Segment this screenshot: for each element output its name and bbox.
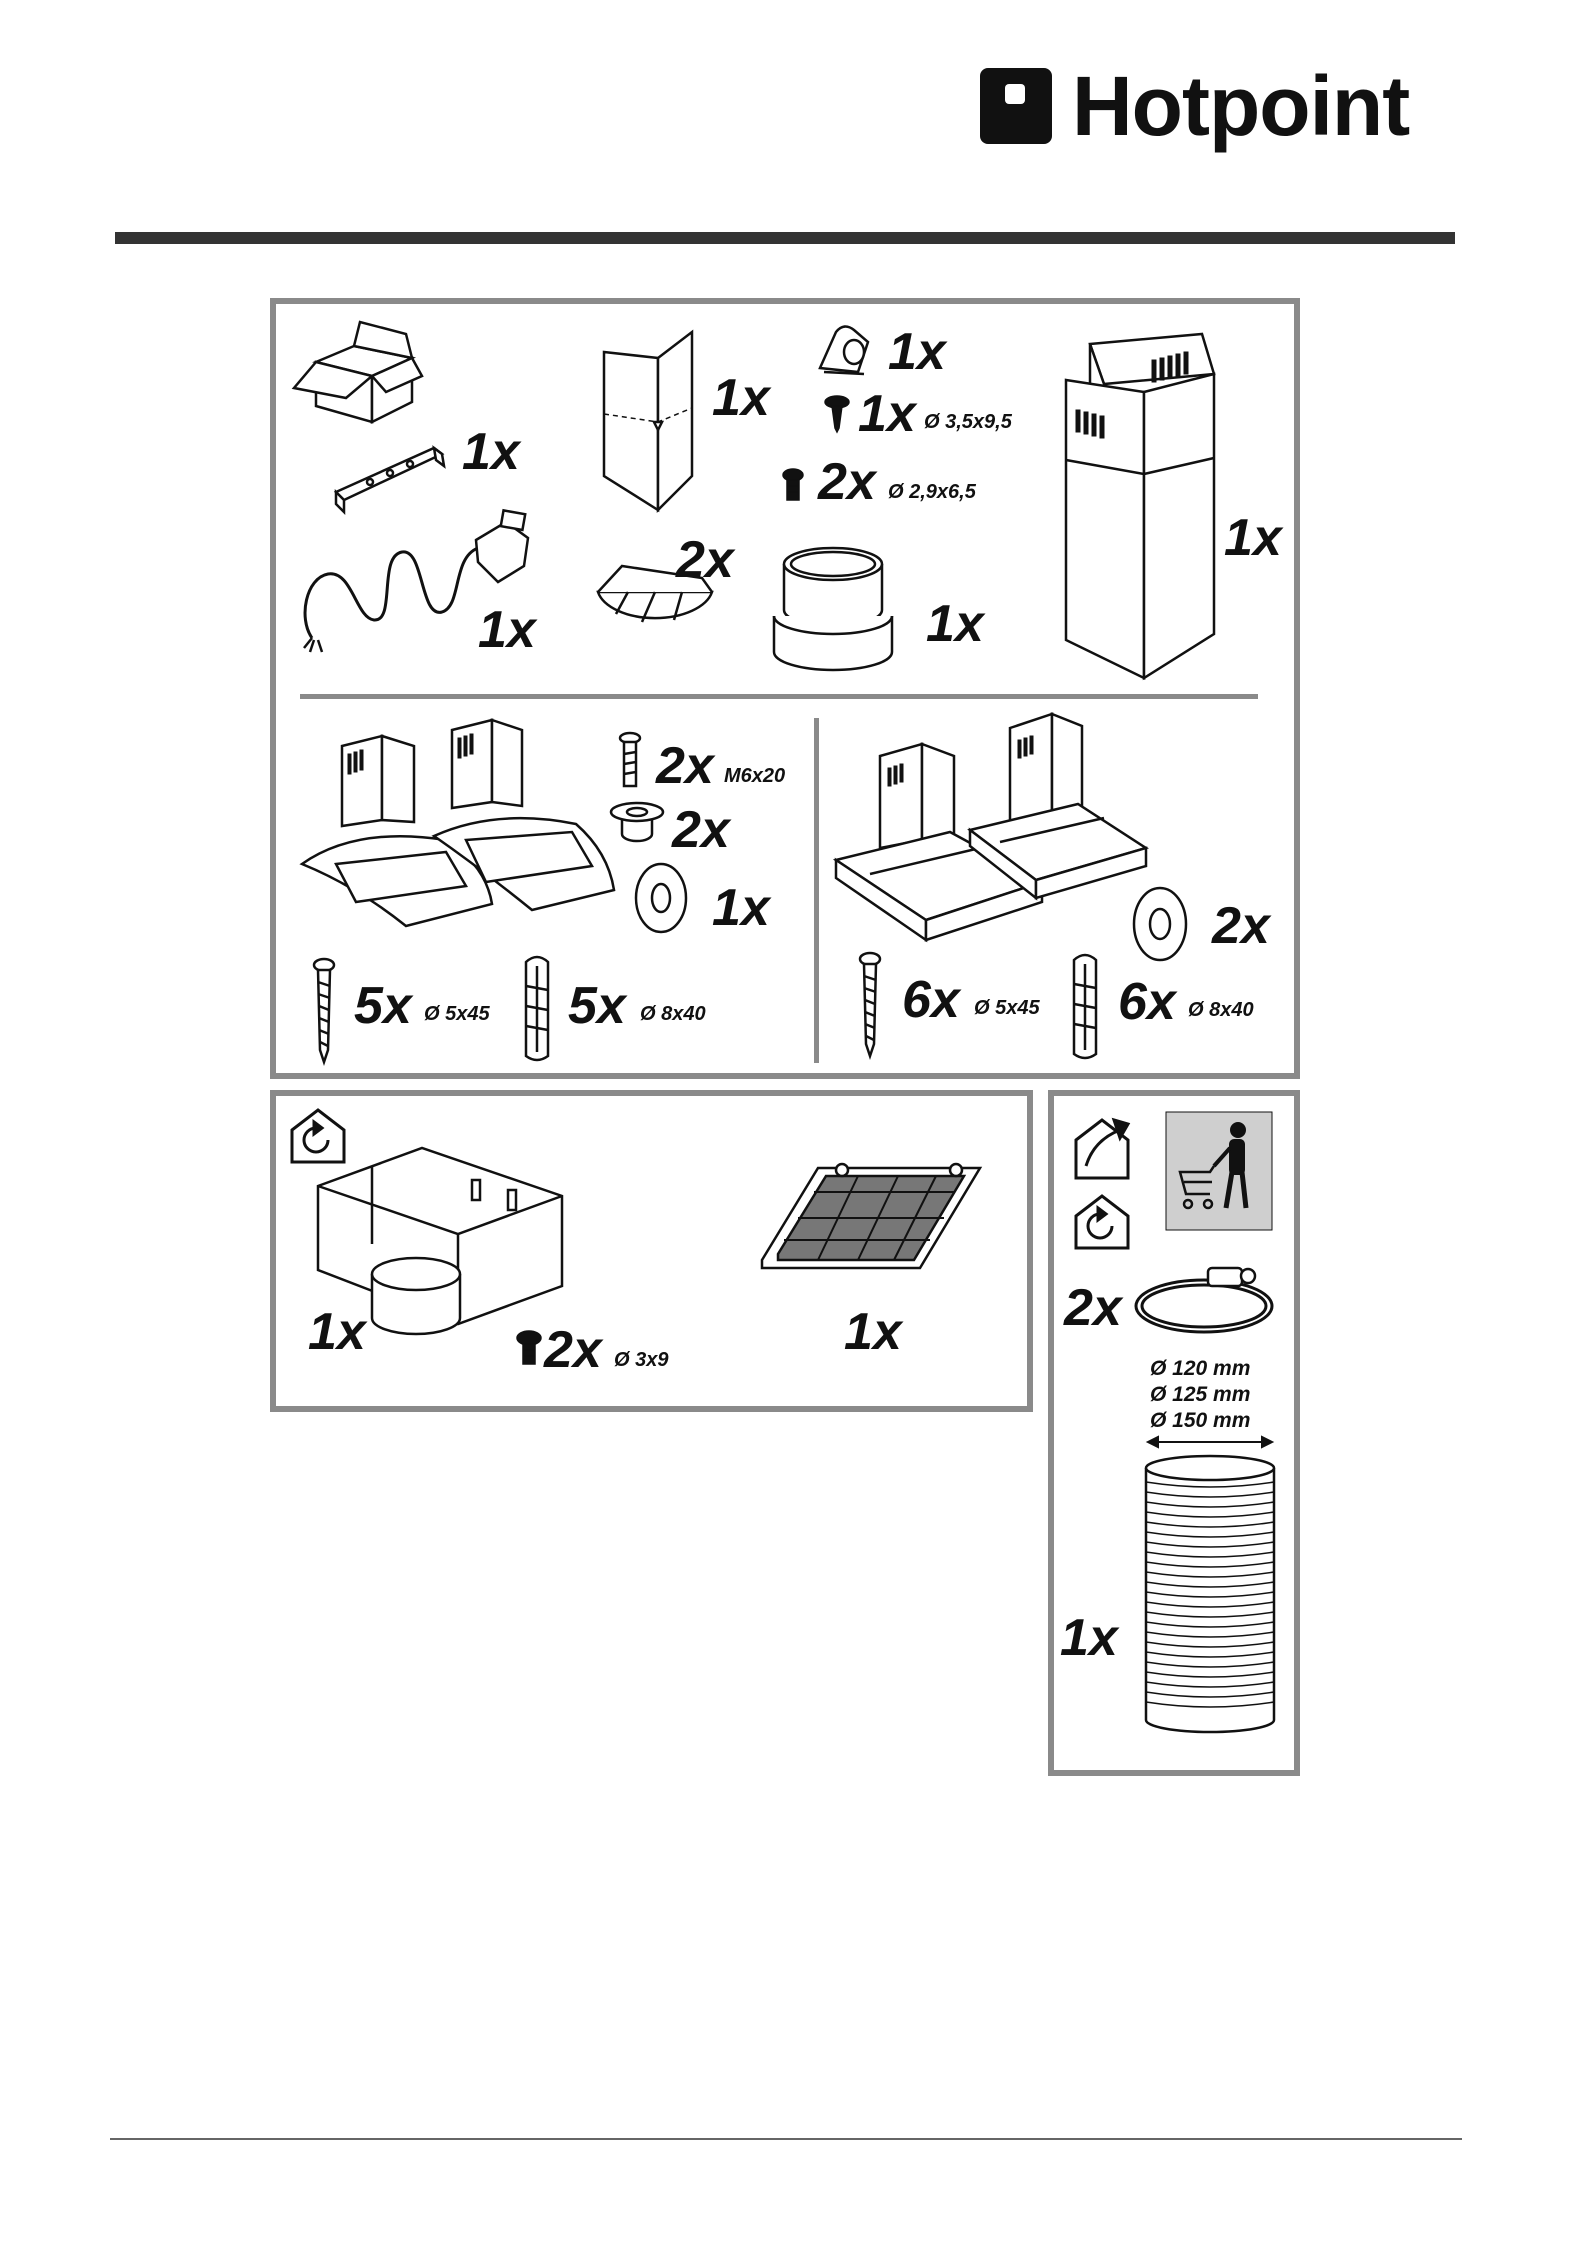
deflector-plate-illustration bbox=[598, 326, 698, 516]
screw-m6-icon bbox=[618, 732, 642, 790]
clamp-quantity: 2x bbox=[1064, 1282, 1122, 1334]
hose-quantity: 1x bbox=[1060, 1612, 1118, 1664]
bushing-quantity: 2x bbox=[672, 804, 730, 856]
carbon-filter-illustration bbox=[758, 1160, 984, 1276]
hose-clamp-illustration bbox=[1130, 1262, 1282, 1340]
flexible-hose-illustration bbox=[1140, 1434, 1280, 1734]
screw-small-icon bbox=[822, 394, 852, 432]
chimney-illustration bbox=[1060, 334, 1230, 682]
panel-divider-vertical bbox=[814, 718, 819, 1063]
header-rule bbox=[115, 232, 1455, 244]
hotpoint-logo: Hotpoint bbox=[980, 64, 1460, 160]
screw-m6-spec: M6x20 bbox=[724, 766, 785, 786]
extraction-house-icon bbox=[1072, 1110, 1140, 1182]
screw-2-9-quantity: 2x bbox=[818, 456, 876, 508]
screw-5x45-right-spec: Ø 5x45 bbox=[974, 998, 1040, 1018]
plug-8x40-right-quantity: 6x bbox=[1118, 976, 1176, 1028]
deflector-box-quantity: 1x bbox=[308, 1306, 366, 1358]
screw-3x9-icon bbox=[514, 1330, 544, 1368]
bracket-quantity: 1x bbox=[462, 426, 520, 478]
screw-tiny-icon bbox=[780, 468, 806, 506]
duct-adapter-illustration bbox=[770, 536, 896, 676]
brand-name: Hotpoint bbox=[1072, 58, 1409, 155]
screw-m6-quantity: 2x bbox=[656, 740, 714, 792]
hood-glass-models-illustration bbox=[296, 716, 626, 938]
footer-rule bbox=[110, 2138, 1462, 2140]
screw-3-5-spec: Ø 3,5x9,5 bbox=[924, 412, 1012, 432]
deflector-quantity: 1x bbox=[712, 372, 770, 424]
clip-quantity: 1x bbox=[888, 326, 946, 378]
wall-bracket-illustration bbox=[330, 440, 450, 516]
wall-plug-right-icon bbox=[1068, 950, 1102, 1062]
diameter-125: Ø 125 mm bbox=[1150, 1382, 1250, 1408]
wood-screw-right-icon bbox=[858, 952, 882, 1058]
washer-left-quantity: 1x bbox=[712, 882, 770, 934]
recirculation-house-icon-2 bbox=[1072, 1192, 1132, 1252]
wall-plug-icon bbox=[520, 952, 554, 1064]
recirculation-screw-quantity: 2x bbox=[544, 1324, 602, 1376]
screw-2-9-spec: Ø 2,9x6,5 bbox=[888, 482, 976, 502]
plug-8x40-left-spec: Ø 8x40 bbox=[640, 1004, 706, 1024]
plug-8x40-right-spec: Ø 8x40 bbox=[1188, 1000, 1254, 1020]
power-cord-quantity: 1x bbox=[478, 604, 536, 656]
recirculation-screw-spec: Ø 3x9 bbox=[614, 1350, 668, 1370]
clip-illustration bbox=[814, 318, 876, 380]
wood-screw-icon bbox=[312, 958, 336, 1064]
screw-5x45-right-quantity: 6x bbox=[902, 974, 960, 1026]
hotpoint-logo-mark-icon bbox=[980, 68, 1052, 144]
plug-8x40-left-quantity: 5x bbox=[568, 980, 626, 1032]
diameter-120: Ø 120 mm bbox=[1150, 1356, 1250, 1382]
bushing-icon bbox=[608, 800, 666, 846]
shopping-trolley-icon bbox=[1166, 1112, 1272, 1230]
screw-5x45-left-quantity: 5x bbox=[354, 980, 412, 1032]
valves-quantity: 2x bbox=[676, 534, 734, 586]
washer-icon bbox=[632, 860, 690, 936]
hood-flat-models-illustration bbox=[830, 706, 1152, 956]
panel-divider-horizontal bbox=[300, 694, 1258, 699]
washer-right-quantity: 2x bbox=[1212, 900, 1270, 952]
chimney-quantity: 1x bbox=[1224, 512, 1282, 564]
screw-3-5-quantity: 1x bbox=[858, 388, 916, 440]
washer-right-icon bbox=[1130, 884, 1190, 964]
open-box-icon bbox=[288, 318, 424, 430]
screw-5x45-left-spec: Ø 5x45 bbox=[424, 1004, 490, 1024]
adapter-quantity: 1x bbox=[926, 598, 984, 650]
diameter-150: Ø 150 mm bbox=[1150, 1408, 1250, 1434]
filter-quantity: 1x bbox=[844, 1306, 902, 1358]
